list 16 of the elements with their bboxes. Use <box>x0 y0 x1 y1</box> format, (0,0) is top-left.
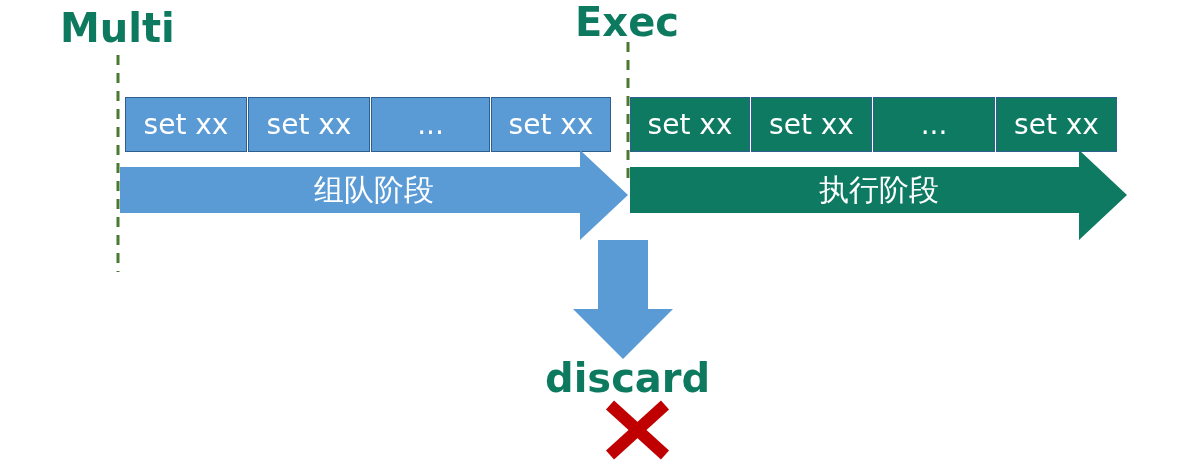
command-box: set xx <box>996 97 1117 152</box>
stage-marker-label: Exec <box>575 2 679 42</box>
phase-label: 执行阶段 <box>818 172 939 208</box>
command-box: set xx <box>125 97 247 152</box>
command-box: set xx <box>751 97 872 152</box>
command-box: set xx <box>248 97 370 152</box>
stage-marker-label: Multi <box>60 8 175 48</box>
command-box: ... <box>371 97 490 152</box>
phase-label: 组队阶段 <box>314 172 434 208</box>
discard-label: discard <box>545 358 711 398</box>
phase-arrow <box>120 150 628 240</box>
block-arrow <box>573 240 673 359</box>
phase-arrow <box>630 150 1127 240</box>
command-box: ... <box>873 97 995 152</box>
command-box: set xx <box>630 97 750 152</box>
command-box: set xx <box>491 97 611 152</box>
